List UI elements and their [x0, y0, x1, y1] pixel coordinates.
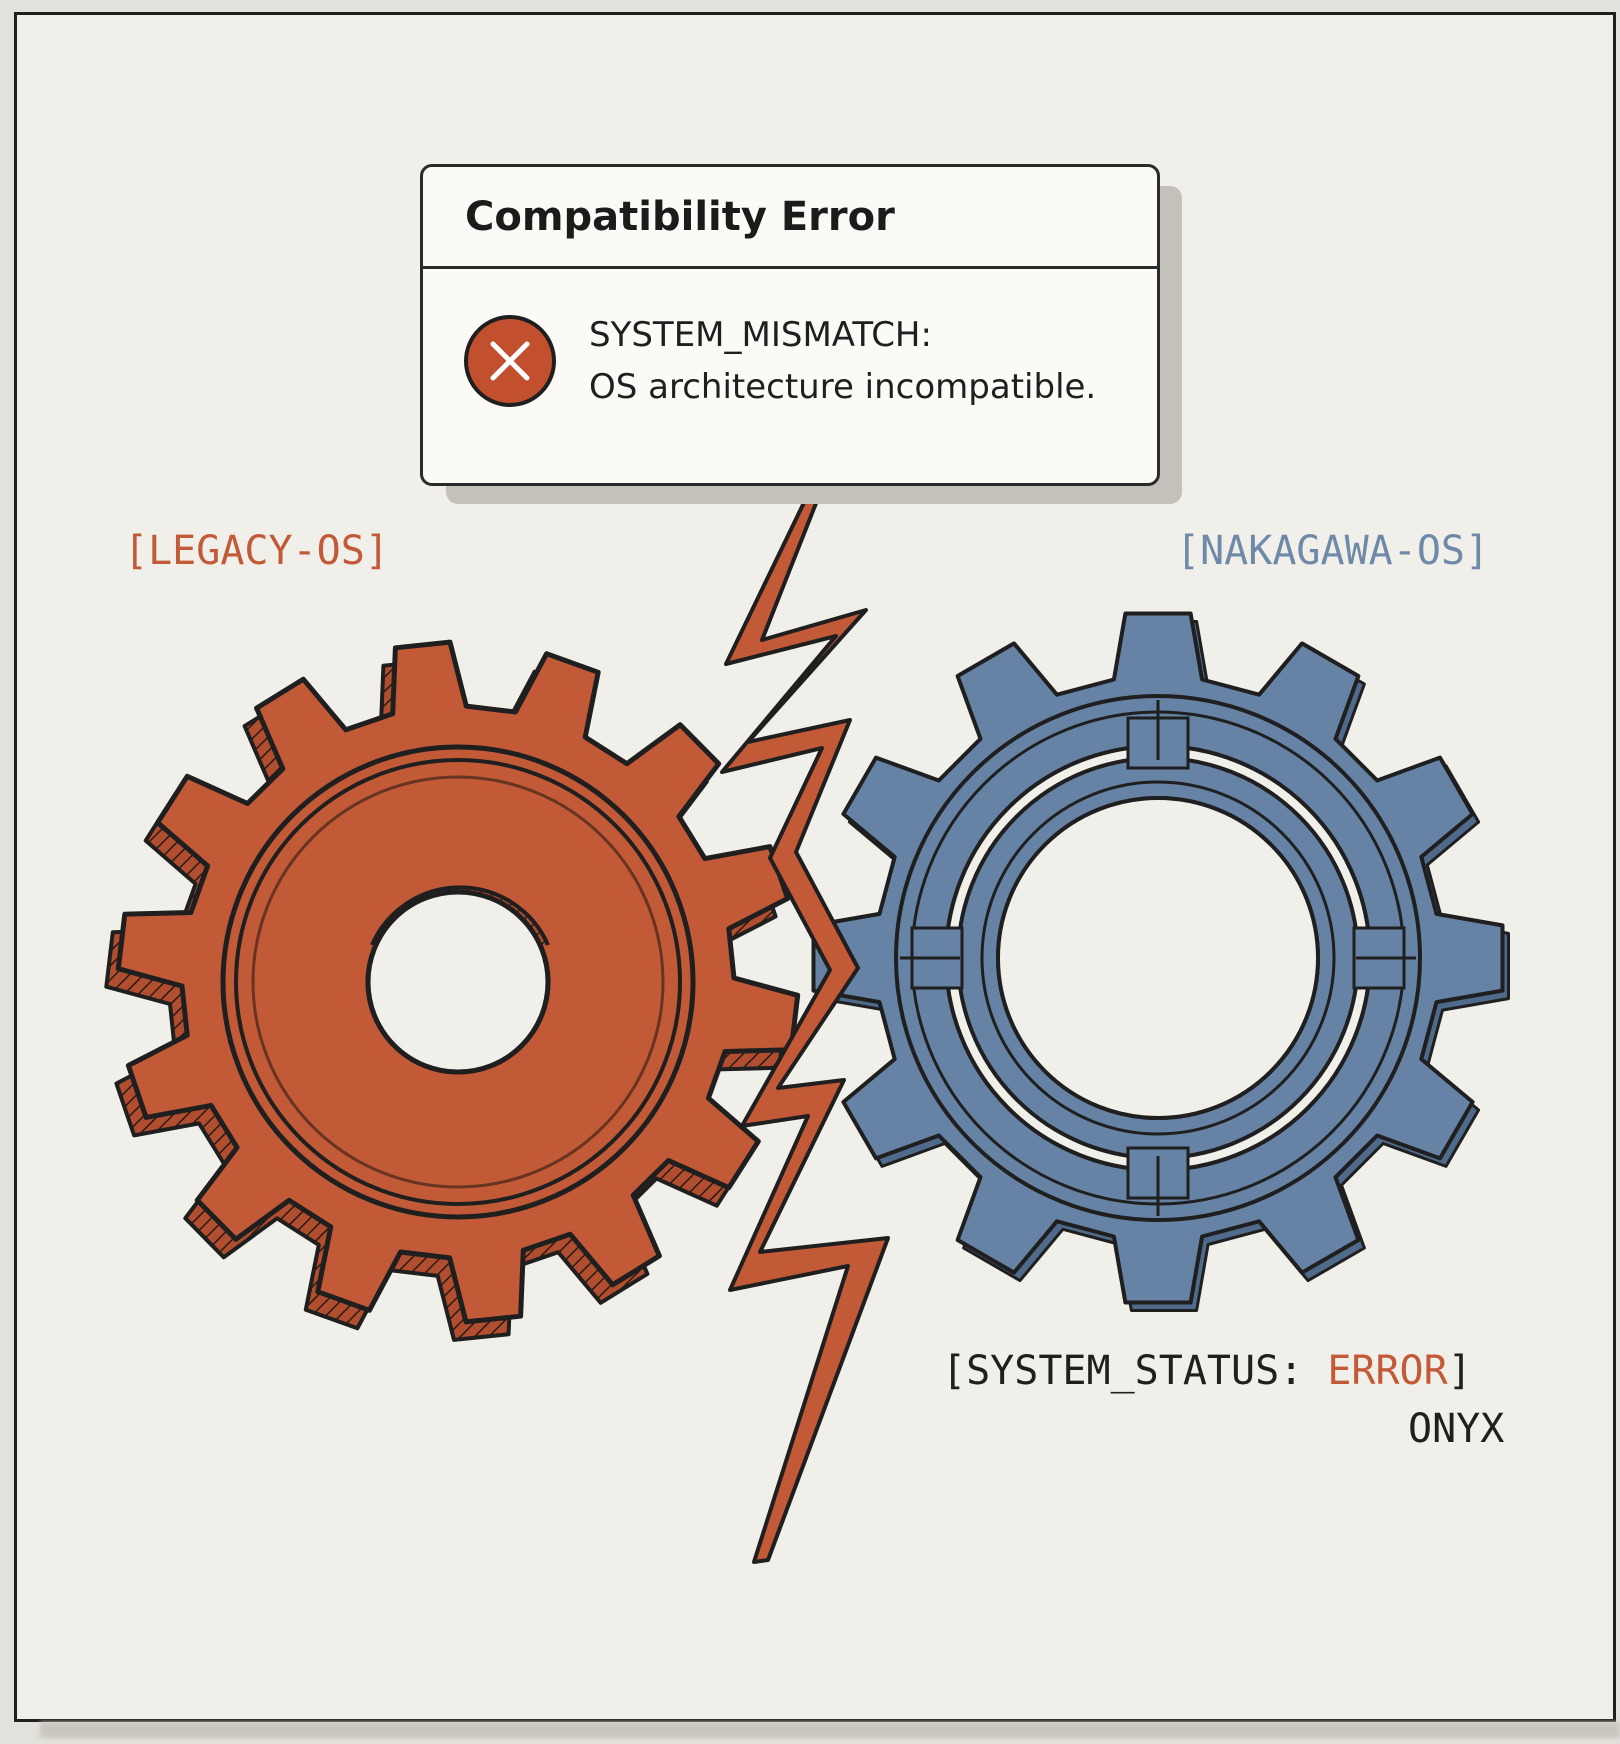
- status-prefix: [SYSTEM_STATUS:: [942, 1348, 1328, 1394]
- compatibility-error-dialog: Compatibility Error SYSTEM_MISMATCH: OS …: [420, 164, 1160, 486]
- dialog-message: SYSTEM_MISMATCH: OS architecture incompa…: [589, 309, 1096, 413]
- system-status-line: [SYSTEM_STATUS: ERROR]: [942, 1348, 1472, 1394]
- nakagawa-gear: [811, 611, 1510, 1312]
- dialog-header: Compatibility Error: [423, 167, 1157, 269]
- legacy-gear: [104, 639, 801, 1342]
- dialog-title: Compatibility Error: [465, 193, 895, 240]
- lightning-bolt: [720, 476, 890, 1564]
- message-code: SYSTEM_MISMATCH:: [589, 315, 932, 355]
- nakagawa-os-label: [NAKAGAWA-OS]: [1176, 528, 1490, 574]
- message-detail: OS architecture incompatible.: [589, 367, 1097, 407]
- status-value: ERROR: [1327, 1348, 1448, 1394]
- signature-onyx: ONYX: [1408, 1406, 1505, 1452]
- frame-shadow: [40, 1722, 1620, 1738]
- status-suffix: ]: [1447, 1348, 1472, 1394]
- legacy-os-label: [LEGACY-OS]: [124, 528, 389, 574]
- error-x-icon: [464, 315, 556, 407]
- dialog-body: SYSTEM_MISMATCH: OS architecture incompa…: [423, 269, 1157, 413]
